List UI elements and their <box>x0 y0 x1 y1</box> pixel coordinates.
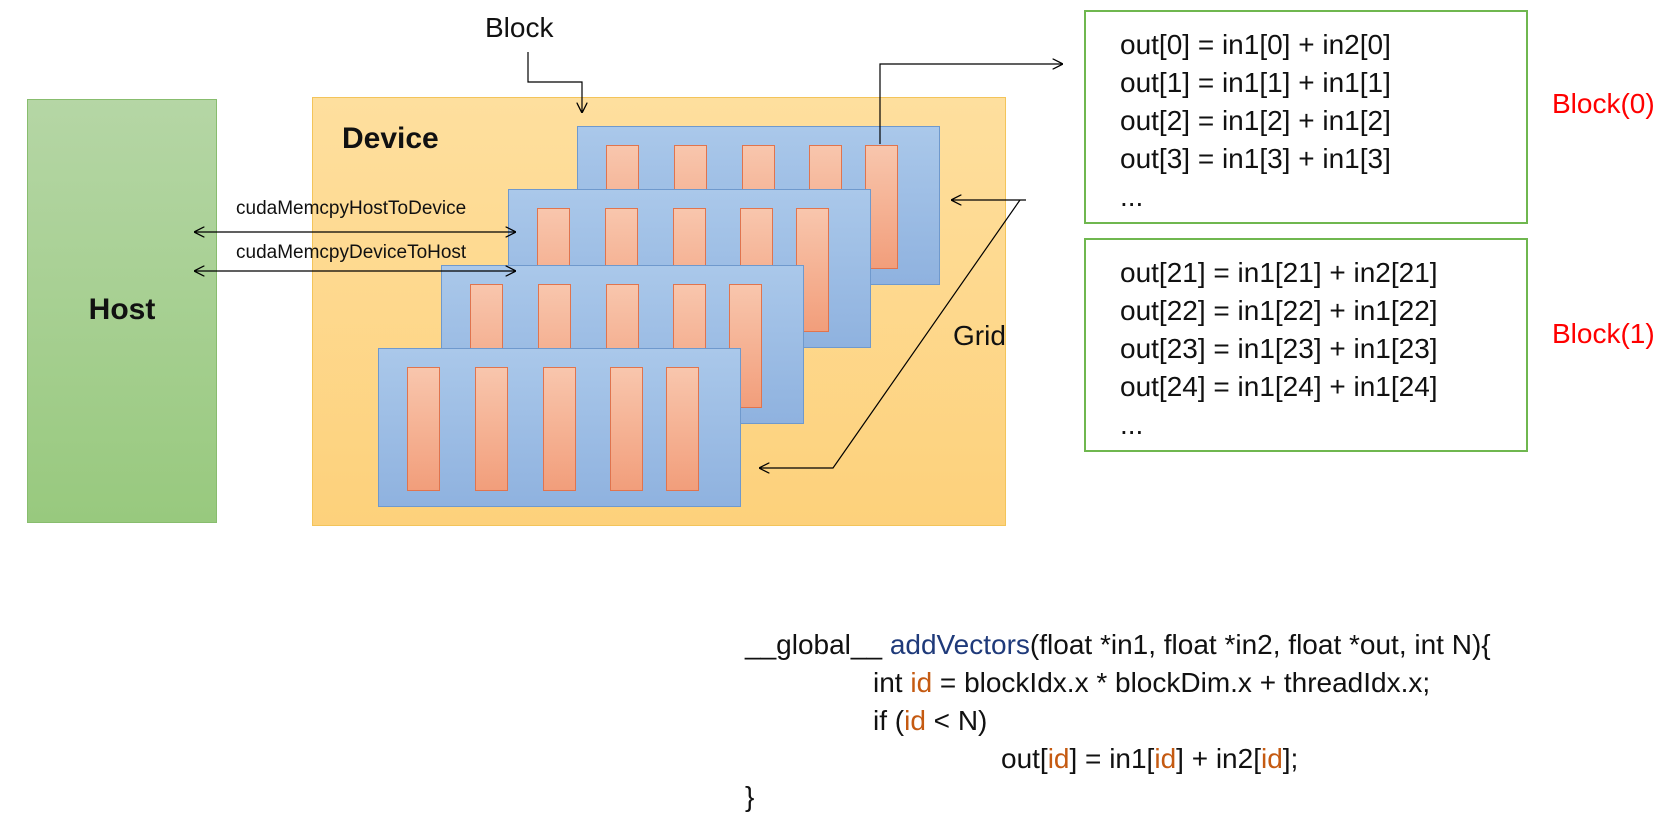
kernel-code: __global__ addVectors(float *in1, float … <box>745 626 1491 816</box>
host-box <box>27 99 217 523</box>
block-1-line: out[23] = in1[23] + in1[23] <box>1120 333 1438 364</box>
memcpy-device-to-host-label: cudaMemcpyDeviceToHost <box>236 242 467 263</box>
block-0-line: out[2] = in1[2] + in1[2] <box>1120 105 1391 136</box>
block-1-line: out[24] = in1[24] + in1[24] <box>1120 371 1438 402</box>
id-variable: id <box>1047 743 1070 774</box>
grid-block <box>378 348 741 507</box>
block-1-line: ... <box>1120 409 1144 440</box>
block-0-line: out[3] = in1[3] + in1[3] <box>1120 143 1391 174</box>
grid-label: Grid <box>953 320 1006 351</box>
id-variable: id <box>1154 743 1177 774</box>
code-line: __global__ addVectors(float *in1, float … <box>745 629 1491 660</box>
block-1-tag: Block(1) <box>1552 318 1655 349</box>
memcpy-host-to-device-label: cudaMemcpyHostToDevice <box>236 198 467 219</box>
function-name: addVectors <box>889 629 1030 660</box>
thread <box>610 367 643 491</box>
code-line: int id = blockIdx.x * blockDim.x + threa… <box>873 667 1431 698</box>
block-label: Block <box>485 12 554 43</box>
thread-to-output-arrow <box>879 64 1062 144</box>
id-variable: id <box>1260 743 1283 774</box>
block-pointer-arrow <box>527 52 582 112</box>
thread <box>666 367 699 491</box>
code-line: out[id] = in1[id] + in2[id]; <box>1001 743 1299 774</box>
id-variable: id <box>910 667 933 698</box>
id-variable: id <box>904 705 926 736</box>
code-line: if (id < N) <box>873 705 988 736</box>
host-label: Host <box>88 293 156 326</box>
block-0-line: out[1] = in1[1] + in1[1] <box>1120 67 1391 98</box>
block-0-box: out[0] = in1[0] + in2[0] out[1] = in1[1]… <box>1084 10 1528 224</box>
code-line: } <box>745 781 755 812</box>
thread <box>407 367 440 491</box>
block-1-line: out[22] = in1[22] + in1[22] <box>1120 295 1438 326</box>
block-0-tag: Block(0) <box>1552 88 1655 119</box>
thread <box>543 367 576 491</box>
block-0-line: out[0] = in1[0] + in2[0] <box>1120 29 1391 60</box>
grid-arrow-bottom <box>760 199 1021 468</box>
thread <box>475 367 508 491</box>
block-1-line: out[21] = in1[21] + in2[21] <box>1120 257 1438 288</box>
device-label: Device <box>342 122 439 155</box>
block-0-line: ... <box>1120 181 1144 212</box>
block-1-box: out[21] = in1[21] + in2[21] out[22] = in… <box>1084 238 1528 452</box>
